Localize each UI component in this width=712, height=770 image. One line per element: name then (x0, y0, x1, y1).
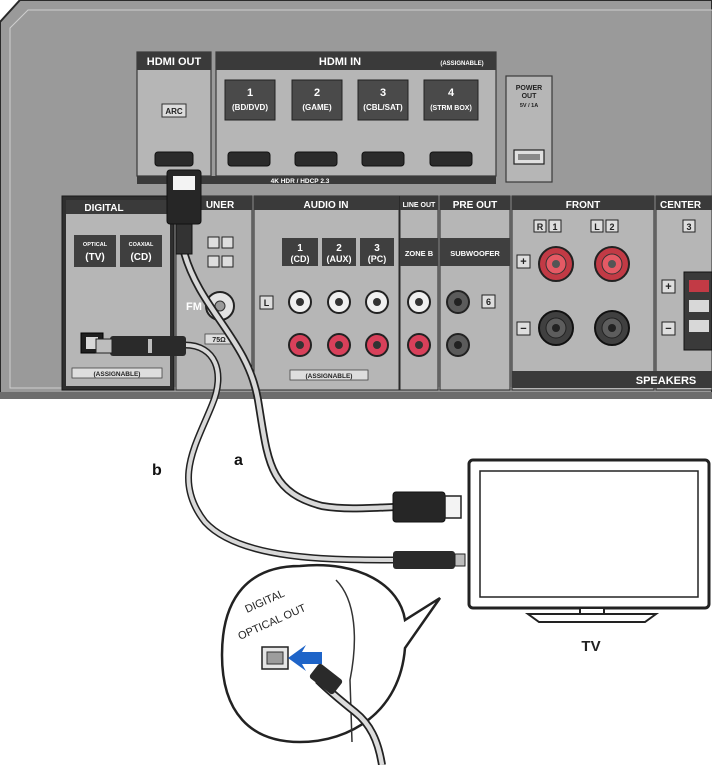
digital-in-header: DIGITAL (84, 203, 123, 214)
front-minus-marker: − (520, 323, 526, 335)
front-plus-marker: + (520, 256, 526, 268)
audio-in-section: AUDIO IN 1 (CD) 2 (AUX) 3 (PC) L (ASSIGN… (253, 195, 400, 391)
line-out-header: LINE OUT (403, 202, 436, 209)
audio-in-1-num: 1 (297, 243, 303, 254)
arc-label: ARC (165, 107, 183, 116)
hdmi-in-4-port (429, 151, 473, 167)
insert-arrow-icon (288, 645, 322, 671)
hdmi-in-4-name: (STRM BOX) (430, 105, 472, 112)
tuner-header: UNER (206, 200, 235, 211)
hdmi-plug-tv-end (392, 491, 446, 523)
front-left-letter: L (594, 222, 600, 232)
coaxial-label: COAXIAL (129, 242, 154, 248)
hdmi-out-section: HDMI OUT ARC (136, 51, 212, 177)
audio-in-left-marker: L (264, 298, 270, 308)
front-right-letter: R (537, 222, 544, 232)
hdmi-in-2-port (294, 151, 338, 167)
hdmi-in-header: HDMI IN (319, 56, 361, 68)
audio-in-3-name: (PC) (368, 254, 387, 264)
pre-out-number: 6 (486, 297, 491, 307)
subwoofer-label: SUBWOOFER (450, 249, 500, 258)
line-out-section: LINE OUT ZONE B (399, 195, 439, 391)
optical-label: OPTICAL (83, 242, 108, 248)
center-minus-marker: − (665, 323, 671, 335)
power-out-line2: OUT (522, 93, 538, 100)
power-out-section: POWER OUT 5V / 1A (505, 75, 553, 183)
speakers-label: SPEAKERS (636, 375, 697, 387)
optical-out-callout: DIGITAL OPTICAL OUT (220, 563, 442, 766)
tuner-impedance: 75Ω (212, 337, 226, 344)
hdmi-in-1-port (227, 151, 271, 167)
audio-in-2-name: (AUX) (327, 254, 352, 264)
callout-optical-plug (309, 663, 343, 695)
hdmi-out-header: HDMI OUT (147, 56, 202, 68)
digital-in-section: DIGITAL OPTICAL (TV) COAXIAL (CD) (ASSIG… (61, 195, 175, 391)
front-header: FRONT (566, 200, 600, 211)
optical-cable (95, 336, 466, 569)
hdmi-in-1-num: 1 (247, 87, 253, 99)
center-plus-marker: + (665, 281, 671, 293)
audio-in-assignable: (ASSIGNABLE) (306, 373, 353, 380)
front-speaker-section: FRONT R 1 L 2 + − (511, 195, 655, 391)
hdmi-in-4-num: 4 (448, 87, 455, 99)
center-header: CENTER (660, 200, 702, 211)
power-out-line1: POWER (516, 85, 542, 92)
front-right-num: 1 (552, 222, 557, 232)
center-speaker-section: CENTER 3 + − (655, 195, 712, 391)
front-left-num: 2 (609, 222, 614, 232)
hdmi-out-port (154, 151, 194, 167)
tv-illustration: TV (467, 458, 711, 655)
pre-out-section: PRE OUT SUBWOOFER 6 (439, 195, 511, 391)
hdmi-in-2-name: (GAME) (302, 103, 332, 112)
optical-sub-label: (TV) (85, 252, 104, 263)
audio-in-header: AUDIO IN (304, 200, 349, 211)
coaxial-sub-label: (CD) (130, 252, 151, 263)
hdmi-in-3-port (361, 151, 405, 167)
optical-plug-tv-end (393, 551, 455, 569)
tv-label: TV (581, 638, 600, 655)
pre-out-header: PRE OUT (453, 200, 497, 211)
hdmi-in-section: HDMI IN (ASSIGNABLE) 1 (BD/DVD) 2 (GAME)… (215, 51, 497, 177)
hdmi-cable (166, 169, 462, 523)
audio-in-2-num: 2 (336, 243, 342, 254)
power-out-rating: 5V / 1A (520, 103, 538, 109)
audio-in-3-num: 3 (374, 243, 380, 254)
cable-label-a: a (234, 452, 243, 469)
hdmi-in-3-name: (CBL/SAT) (363, 103, 403, 112)
cable-label-b: b (152, 462, 162, 479)
hdmi-in-2-num: 2 (314, 87, 320, 99)
audio-in-1-name: (CD) (291, 254, 310, 264)
fm-label: FM (186, 301, 202, 313)
hdmi-in-3-num: 3 (380, 87, 386, 99)
center-num: 3 (686, 222, 691, 232)
hdmi-in-1-name: (BD/DVD) (232, 103, 268, 112)
zone-b-label: ZONE B (405, 249, 434, 258)
hdmi-in-assignable: (ASSIGNABLE) (440, 61, 483, 67)
hdmi-footer-label: 4K HDR / HDCP 2.3 (271, 178, 330, 185)
digital-assignable: (ASSIGNABLE) (94, 371, 141, 378)
